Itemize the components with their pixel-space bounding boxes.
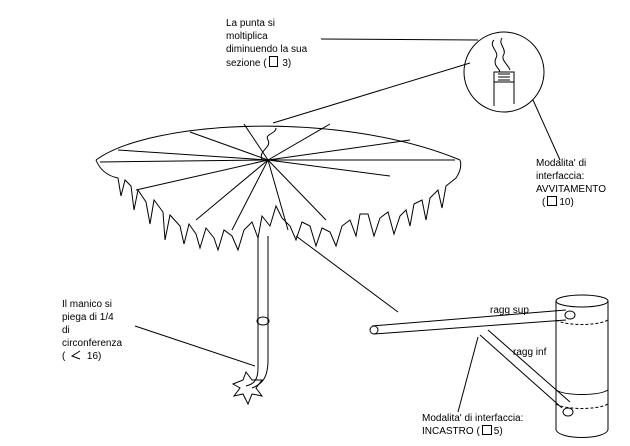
handle-annotation: Il manico si piega di 1/4 di circonferen… bbox=[62, 298, 122, 363]
joint-detail bbox=[369, 294, 609, 438]
leader-screw bbox=[532, 99, 561, 161]
joint-line2: INCASTRO (5) bbox=[422, 425, 503, 437]
screw-detail bbox=[463, 31, 545, 113]
screw-symbol-icon bbox=[547, 196, 558, 206]
tip-line1: La punta si bbox=[226, 18, 275, 29]
angle-symbol-icon bbox=[71, 350, 81, 360]
joint-annotation: Modalita' di interfaccia: INCASTRO (5) bbox=[422, 412, 523, 438]
canopy-fringe bbox=[95, 159, 462, 252]
upper-rib-label: ragg sup bbox=[490, 305, 529, 316]
handle-line1: Il manico si bbox=[62, 299, 113, 310]
screw-line4: (10) bbox=[542, 196, 574, 208]
handle-line3: di bbox=[62, 325, 70, 336]
finial-tip bbox=[260, 127, 277, 161]
handle-line5: ( 16) bbox=[62, 350, 102, 362]
screw-annotation: Modalita' di interfaccia: AVVITAMENTO (1… bbox=[536, 157, 606, 209]
leader-tip-canopy bbox=[272, 62, 471, 124]
handle-tip bbox=[231, 370, 264, 406]
leader-tip bbox=[320, 38, 479, 41]
leader-joint bbox=[457, 336, 479, 413]
tip-symbol-icon bbox=[268, 56, 278, 67]
tip-annotation: La punta si moltiplica diminuendo la sua… bbox=[226, 17, 307, 70]
screw-line1: Modalita' di bbox=[536, 158, 587, 169]
handle-line2: piega di 1/4 bbox=[62, 312, 114, 323]
leader-handle bbox=[134, 325, 256, 367]
tip-line3: diminuendo la sua bbox=[226, 44, 308, 55]
screw-line3: AVVITAMENTO bbox=[536, 184, 607, 195]
canopy-outline bbox=[95, 125, 461, 161]
lower-rib-label: ragg inf bbox=[513, 347, 547, 358]
leader-joint-canopy bbox=[295, 235, 399, 313]
joint-symbol-icon bbox=[481, 425, 492, 435]
screw-line2: interfaccia: bbox=[536, 171, 585, 182]
joint-line1: Modalita' di interfaccia: bbox=[422, 413, 524, 424]
handle-line4: circonferenza bbox=[62, 338, 123, 349]
tip-line4: sezione ( 3) bbox=[226, 56, 292, 69]
tip-line2: moltiplica bbox=[226, 31, 268, 42]
handle-shaft bbox=[245, 236, 270, 389]
canopy-ribs bbox=[99, 123, 455, 231]
